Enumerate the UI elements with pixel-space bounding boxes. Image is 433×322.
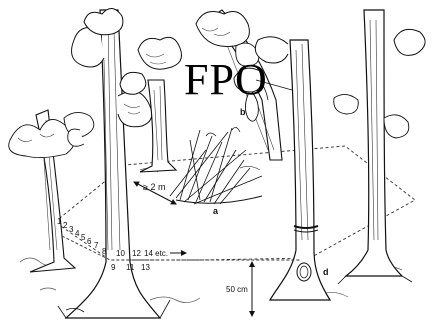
num-6: 6 [87,238,91,246]
brush-pile-a [170,127,262,204]
label-b: b [240,108,246,117]
fpo-watermark: FPO [184,58,268,102]
num-10: 10 [116,250,125,258]
num-1: 1 [57,218,61,226]
label-height: 50 cm [226,286,248,294]
num-4: 4 [75,230,79,238]
label-d: d [323,268,329,277]
num-5: 5 [81,234,85,242]
num-7: 7 [94,242,98,250]
num-11: 11 [126,264,134,272]
label-distance: ≥ 2 m [143,183,165,192]
label-a: a [213,207,218,216]
num-2: 2 [63,222,67,230]
tree-far-right [334,10,425,284]
num-8: 8 [102,248,106,256]
num-9: 9 [111,264,115,272]
num-13: 13 [141,264,150,272]
num-3: 3 [69,226,73,234]
num-etc: 14 etc. [144,250,168,258]
num-12: 12 [132,250,141,258]
